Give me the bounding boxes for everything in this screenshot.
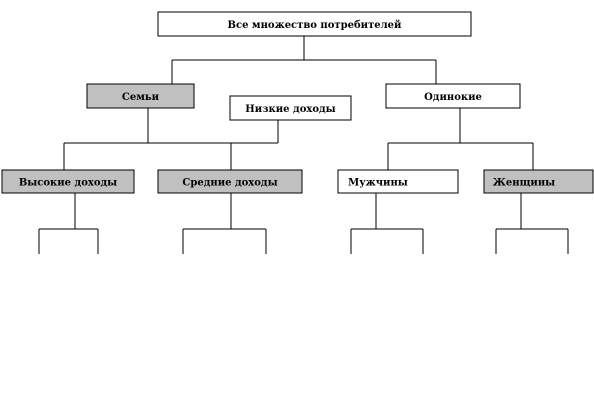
node-high-income-box — [1, 169, 135, 194]
connector-lines — [38, 36, 569, 254]
fork-middle-income — [182, 193, 267, 254]
node-women-box — [483, 169, 594, 194]
fork-men — [350, 193, 424, 254]
node-middle-income-box — [157, 169, 303, 194]
node-root-box — [157, 11, 472, 37]
node-low-income-box — [229, 95, 352, 121]
node-men-box — [337, 169, 459, 194]
node-men-label: Мужчины — [348, 178, 408, 189]
node-low-income: Низкие доходы — [229, 95, 352, 121]
node-singles-box — [385, 83, 521, 109]
node-singles: Одинокие — [385, 83, 521, 109]
node-high-income-label: Высокие доходы — [19, 178, 117, 189]
node-men: Мужчины — [337, 169, 459, 194]
fork-women — [495, 193, 569, 254]
fork-high-income — [38, 193, 99, 254]
node-middle-income-label: Средние доходы — [182, 178, 277, 189]
node-families-box — [86, 83, 195, 109]
node-women: Женщины — [483, 169, 594, 194]
node-middle-income: Средние доходы — [157, 169, 303, 194]
node-root: Все множество потребителей — [157, 11, 472, 37]
node-families: Семьи — [86, 83, 195, 109]
node-root-label: Все множество потребителей — [228, 20, 403, 31]
node-singles-label: Одинокие — [424, 92, 482, 103]
node-women-label: Женщины — [493, 178, 555, 189]
node-low-income-label: Низкие доходы — [245, 104, 335, 115]
node-high-income: Высокие доходы — [1, 169, 135, 194]
node-families-label: Семьи — [122, 92, 160, 103]
